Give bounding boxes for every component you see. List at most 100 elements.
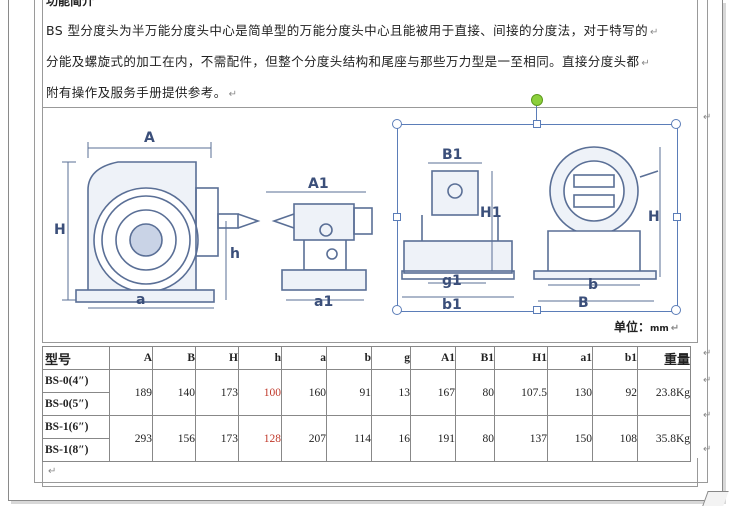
model-cell: BS-0(4″): [42, 369, 110, 393]
value-cell: 150: [547, 415, 593, 462]
dim-label-H1: H1: [480, 205, 501, 221]
value-cell: 293: [109, 415, 153, 462]
paragraph-mark-icon: ↵: [703, 444, 712, 455]
resize-handle-top-left[interactable]: [392, 119, 402, 129]
value-cell: 140: [152, 369, 196, 416]
table-rule-bottom: [42, 486, 698, 487]
dim-label-B1: B1: [442, 147, 462, 163]
header-cell: A1: [410, 346, 456, 370]
model-cell: BS-0(5″): [42, 392, 110, 416]
paragraph-mark-icon: ↵: [703, 112, 712, 123]
header-cell: b: [326, 346, 372, 370]
paragraph-mark-icon: ↵: [649, 27, 659, 38]
dim-label-H-right: H: [648, 209, 660, 225]
table-rule-left-3: [42, 458, 43, 486]
value-cell: 35.8Kg: [637, 415, 691, 462]
value-cell: 114: [326, 415, 372, 462]
dim-label-H: H: [54, 222, 66, 238]
table-row: BS-1(8″): [42, 438, 691, 462]
resize-handle-left[interactable]: [393, 213, 401, 221]
value-cell: 189: [109, 369, 153, 416]
table-rule-left-2: [42, 107, 43, 343]
header-cell: g: [371, 346, 411, 370]
value-cell: 173: [195, 369, 239, 416]
value-cell: 100: [238, 369, 282, 416]
paragraph-mark-icon: ↵: [703, 410, 712, 421]
value-cell: 160: [281, 369, 327, 416]
table-rule-mid: [42, 342, 698, 343]
resize-handle-top-right[interactable]: [671, 119, 681, 129]
indexing-head-front-view-drawing[interactable]: B1 H1 g1 b1 b B H: [398, 125, 676, 310]
value-cell: 130: [547, 369, 593, 416]
dim-label-A1: A1: [308, 176, 329, 192]
value-cell: 92: [592, 369, 638, 416]
dim-label-A: A: [144, 130, 155, 146]
header-cell: B: [152, 346, 196, 370]
paragraph-mark-icon: ↵: [228, 89, 238, 100]
value-cell: 173: [195, 415, 239, 462]
dim-label-b: b: [588, 277, 598, 293]
header-cell: b1: [592, 346, 638, 370]
value-cell: 80: [455, 369, 495, 416]
dim-label-b1: b1: [442, 297, 462, 310]
header-cell: H1: [494, 346, 548, 370]
image-selection-frame: [397, 124, 678, 312]
unit-label: 单位：mm↵: [614, 320, 680, 334]
table-rule-right: [697, 0, 698, 107]
value-cell: 167: [410, 369, 456, 416]
table-row: BS-0(5″): [42, 392, 691, 416]
table-row: BS-1(6″) 293 156 173 128 207 114 16 191 …: [42, 415, 691, 462]
header-cell: h: [238, 346, 282, 370]
dim-label-h: h: [230, 246, 240, 262]
paragraph-line-3[interactable]: 附有操作及服务手册提供参考。↵: [46, 85, 238, 100]
table-rule-right-3: [697, 458, 698, 486]
resize-handle-right[interactable]: [673, 213, 681, 221]
value-cell: 191: [410, 415, 456, 462]
header-cell: A: [109, 346, 153, 370]
resize-handle-bottom-left[interactable]: [392, 305, 402, 315]
header-cell: H: [195, 346, 239, 370]
value-cell: 207: [281, 415, 327, 462]
model-cell: BS-1(8″): [42, 438, 110, 462]
dim-label-g1: g1: [442, 273, 462, 289]
value-cell: 156: [152, 415, 196, 462]
header-cell: 型号: [42, 346, 110, 370]
paragraph-mark-icon: ↵: [703, 375, 712, 386]
paragraph-mark-icon: ↵: [670, 323, 680, 334]
value-cell: 107.5: [494, 369, 548, 416]
rotate-handle[interactable]: [531, 94, 543, 106]
table-rule-top: [42, 107, 698, 108]
table-rule-right-2: [697, 107, 698, 343]
value-cell: 128: [238, 415, 282, 462]
header-cell: B1: [455, 346, 495, 370]
value-cell: 13: [371, 369, 411, 416]
paragraph-mark-icon: ↵: [48, 466, 57, 477]
value-cell: 23.8Kg: [637, 369, 691, 416]
rotate-handle-stem: [536, 104, 537, 124]
indexing-head-side-view-drawing: A H h a A1 a1: [46, 118, 386, 310]
header-cell: a: [281, 346, 327, 370]
section-heading: 功能简介: [46, 0, 95, 8]
dim-label-a: a: [136, 292, 145, 308]
header-cell: 重量: [637, 346, 691, 370]
resize-handle-bottom[interactable]: [533, 306, 541, 314]
text-area-boundary: [34, 0, 708, 483]
value-cell: 80: [455, 415, 495, 462]
paragraph-line-2[interactable]: 分能及螺旋式的加工在内，不需配件，但整个分度头结构和尾座与那些万力型是一至相同。…: [46, 54, 651, 69]
paragraph-mark-icon: ↵: [703, 348, 712, 359]
value-cell: 91: [326, 369, 372, 416]
value-cell: 16: [371, 415, 411, 462]
resize-handle-top[interactable]: [533, 120, 541, 128]
model-cell: BS-1(6″): [42, 415, 110, 439]
header-cell: a1: [547, 346, 593, 370]
page-curl-corner: [702, 491, 729, 506]
value-cell: 108: [592, 415, 638, 462]
resize-handle-bottom-right[interactable]: [671, 305, 681, 315]
spec-table: 型号 A B H h a b g A1 B1 H1 a1 b1 重量 BS-0(…: [42, 346, 691, 462]
paragraph-mark-icon: ↵: [641, 58, 651, 69]
dim-label-B: B: [578, 295, 589, 310]
dim-label-a1: a1: [314, 294, 333, 310]
table-row: BS-0(4″) 189 140 173 100 160 91 13 167 8…: [42, 369, 691, 416]
paragraph-line-1[interactable]: BS 型分度头为半万能分度头中心是简单型的万能分度头中心且能被用于直接、间接的分…: [46, 23, 659, 38]
table-rule-left: [42, 0, 43, 107]
